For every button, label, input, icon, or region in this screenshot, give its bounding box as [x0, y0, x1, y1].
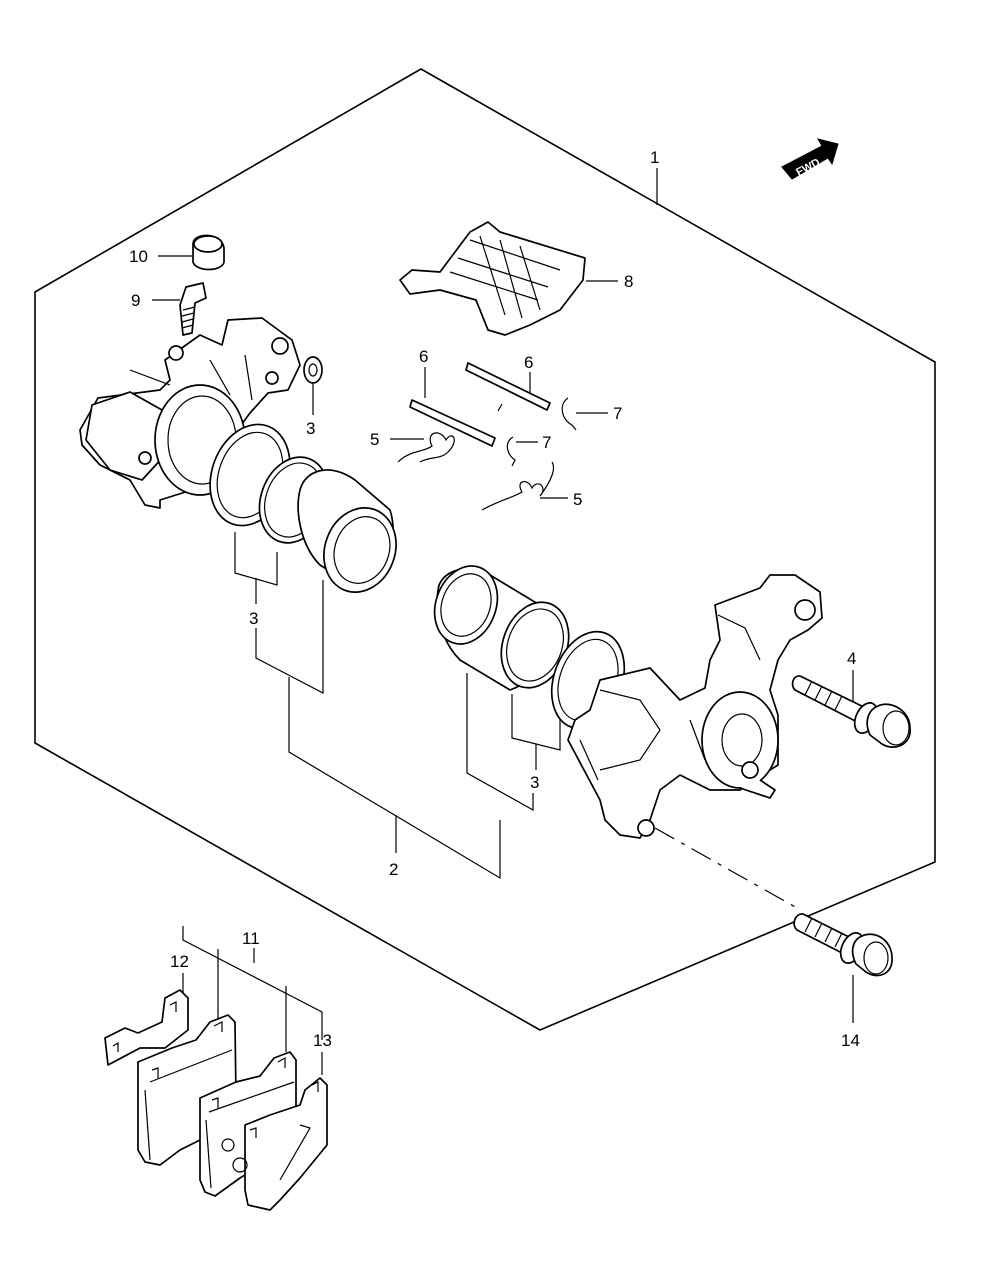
callout-8: 8: [624, 272, 633, 291]
callout-labels: 1 2 3 3 3 4 5 5 6 6 7 7 8 9 10 11 12 13 …: [129, 148, 860, 1050]
callout-2: 2: [389, 860, 398, 879]
pin-clips: [497, 397, 577, 467]
callout-1: 1: [650, 148, 659, 167]
callout-7-lower: 7: [542, 433, 551, 452]
callout-3-left-seals: 3: [249, 609, 258, 628]
pad-retainer-springs: [397, 432, 555, 511]
callout-10: 10: [129, 247, 148, 266]
mounting-bolt-upper: [791, 675, 911, 748]
callout-9: 9: [131, 291, 140, 310]
pad-spring: [399, 221, 586, 336]
callout-5-right: 5: [573, 490, 582, 509]
callout-14: 14: [841, 1031, 860, 1050]
callout-11: 11: [242, 929, 260, 948]
washer: [303, 356, 323, 384]
assembly-outline: [34, 68, 936, 1031]
caliper-pins: [409, 362, 551, 447]
leader-lines: [152, 168, 854, 1075]
piston-left: [297, 469, 397, 593]
brake-pad-set: [137, 1014, 328, 1211]
callout-12: 12: [170, 952, 189, 971]
callout-6-left: 6: [419, 347, 428, 366]
callout-3-washer: 3: [306, 419, 315, 438]
bleeder-cap: [192, 234, 225, 271]
callout-13: 13: [313, 1031, 332, 1050]
bleeder-valve: [179, 282, 207, 336]
callout-5-left: 5: [370, 430, 379, 449]
fwd-arrow-icon: FWD: [781, 138, 839, 180]
caliper-housing-right: [567, 574, 823, 839]
callout-7-upper: 7: [613, 404, 622, 423]
mounting-bolt-lower: [793, 913, 893, 977]
caliper-housing-left: [79, 317, 301, 509]
callout-6-right: 6: [524, 353, 533, 372]
callout-3-right-seals: 3: [530, 773, 539, 792]
callout-4: 4: [847, 649, 856, 668]
pad-shim: [104, 989, 189, 1066]
